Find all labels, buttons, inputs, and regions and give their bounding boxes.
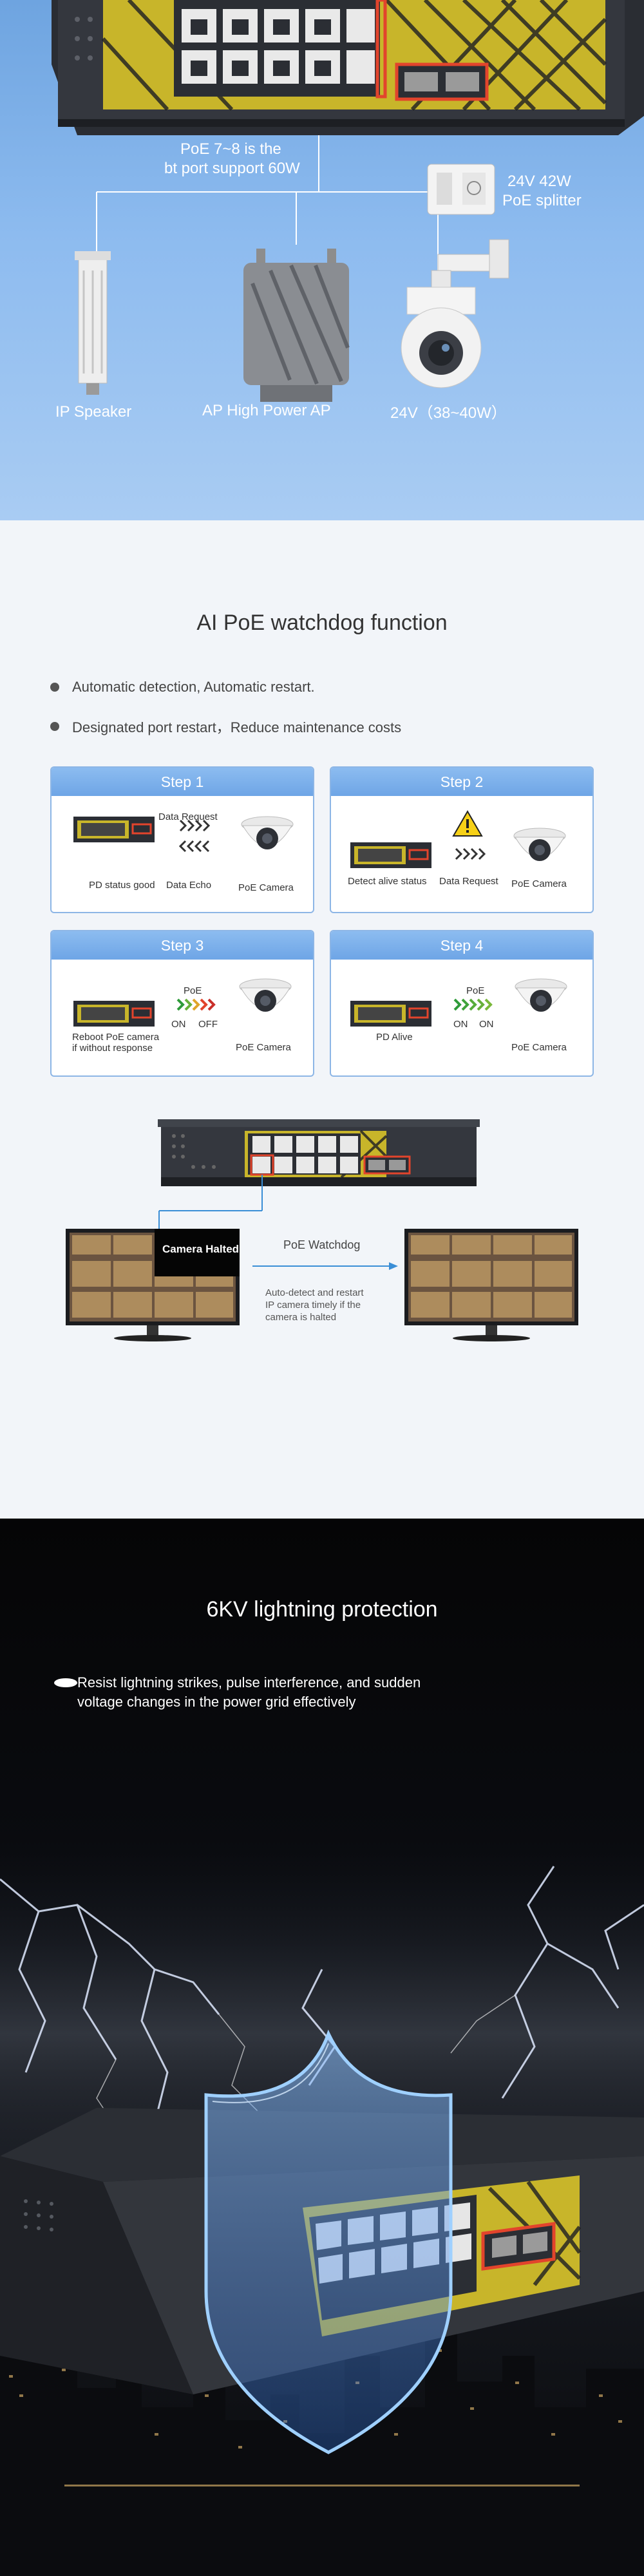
bullet-dot-icon bbox=[50, 683, 59, 692]
camera-power-label: 24V（38~40W） bbox=[390, 404, 507, 422]
bullet-item: Automatic detection, Automatic restart. bbox=[50, 679, 315, 696]
step-1-diagram bbox=[73, 816, 294, 853]
lightning-title: 6KV lightning protection bbox=[206, 1597, 438, 1622]
port-note-line2: bt port support 60W bbox=[164, 160, 300, 177]
step-poe-label: PoE bbox=[466, 985, 485, 996]
step-card-4: Step 4 PD Alive PoE ON ON PoE Camera bbox=[330, 930, 594, 1077]
step-on-label-1: ON bbox=[453, 1019, 468, 1030]
step-mid-label: Data Request bbox=[439, 876, 498, 887]
lightning-bullet-line1: Resist lightning strikes, pulse interfer… bbox=[77, 1674, 421, 1690]
bullet-dot-icon bbox=[50, 722, 59, 731]
poe-splitter-image bbox=[427, 164, 495, 215]
restart-note: Auto-detect and restart IP camera timely… bbox=[265, 1287, 364, 1323]
step-switch-label: PD status good bbox=[89, 880, 155, 891]
step-3-diagram bbox=[73, 978, 292, 1027]
lightning-section: 6KV lightning protection Resist lightnin… bbox=[0, 1519, 644, 2576]
warning-icon bbox=[452, 810, 483, 837]
bullet-dot-icon bbox=[54, 1678, 77, 1687]
watchdog-title: AI PoE watchdog function bbox=[196, 611, 448, 635]
step-4-diagram bbox=[350, 978, 567, 1027]
lightning-bullet: Resist lightning strikes, pulse interfer… bbox=[54, 1673, 518, 1712]
step-camera-label: PoE Camera bbox=[511, 1042, 567, 1053]
shield-icon bbox=[204, 2029, 453, 2454]
lightning-bolts bbox=[0, 1866, 644, 2125]
step-camera-label: PoE Camera bbox=[236, 1042, 291, 1053]
monitor-right-image bbox=[404, 1229, 578, 1341]
step-header: Step 2 bbox=[331, 768, 592, 796]
link-lines bbox=[158, 1175, 263, 1229]
ip-speaker-image bbox=[75, 251, 111, 395]
step-card-3: Step 3 Reboot PoE camera if without resp… bbox=[50, 930, 314, 1077]
step-switch-label: Detect alive status bbox=[348, 876, 427, 887]
monitor-left-image bbox=[66, 1229, 240, 1341]
step-card-1: Step 1 PD status good Data Request Data … bbox=[50, 766, 314, 913]
bullet-item: Designated port restart，Reduce maintenan… bbox=[50, 716, 401, 737]
restart-note-line2: IP camera timely if the bbox=[265, 1300, 361, 1311]
ptz-camera-image bbox=[401, 239, 509, 388]
step-2-diagram bbox=[350, 810, 566, 868]
scenario-section: PoE 7~8 is the bt port support 60W 24V 4… bbox=[0, 0, 644, 520]
switch-image bbox=[158, 1119, 480, 1186]
step-header: Step 3 bbox=[52, 931, 313, 960]
step-off-label: OFF bbox=[198, 1019, 218, 1030]
arrow-right-icon bbox=[252, 1262, 398, 1270]
bullet-text: Designated port restart，Reduce maintenan… bbox=[72, 719, 402, 735]
splitter-label-line1: 24V 42W bbox=[507, 173, 571, 190]
scenario-illustration bbox=[52, 0, 644, 402]
watchdog-diagram bbox=[66, 1119, 578, 1341]
step-camera-label: PoE Camera bbox=[511, 878, 567, 889]
ip-speaker-label: IP Speaker bbox=[55, 403, 132, 421]
bullet-text: Automatic detection, Automatic restart. bbox=[72, 679, 315, 695]
splitter-label-line2: PoE splitter bbox=[502, 192, 582, 209]
camera-halted-label: Camera Halted bbox=[162, 1243, 240, 1255]
restart-note-line1: Auto-detect and restart bbox=[265, 1287, 364, 1298]
lightning-bullet-line2: voltage changes in the power grid effect… bbox=[77, 1694, 356, 1710]
step-card-2: Step 2 Detect alive status Data Request … bbox=[330, 766, 594, 913]
step-poe-label: PoE bbox=[184, 985, 202, 996]
step-switch-label-2: if without response bbox=[72, 1043, 153, 1054]
port-note-line1: PoE 7~8 is the bbox=[180, 140, 281, 158]
lightning-illustration bbox=[0, 1841, 644, 2576]
step-switch-label: PD Alive bbox=[376, 1032, 413, 1043]
step-header: Step 1 bbox=[52, 768, 313, 796]
step-header: Step 4 bbox=[331, 931, 592, 960]
step-switch-label-1: Reboot PoE camera bbox=[72, 1032, 160, 1043]
step-camera-label: PoE Camera bbox=[238, 882, 294, 893]
connection-lines bbox=[96, 135, 477, 277]
poe-switch-image bbox=[52, 0, 644, 135]
city-skyline bbox=[0, 2317, 644, 2576]
watchdog-section: AI PoE watchdog function Automatic detec… bbox=[0, 520, 644, 1519]
step-on-label-2: ON bbox=[479, 1019, 494, 1030]
watchdog-switch-caption: PoE Watchdog bbox=[283, 1238, 361, 1251]
step-on-label: ON bbox=[171, 1019, 186, 1030]
step-top-label: Data Request bbox=[158, 811, 218, 822]
step-bottom-label: Data Echo bbox=[166, 880, 212, 891]
ap-label: AP High Power AP bbox=[202, 402, 331, 419]
ap-image bbox=[243, 249, 350, 402]
restart-note-line3: camera is halted bbox=[265, 1312, 337, 1323]
